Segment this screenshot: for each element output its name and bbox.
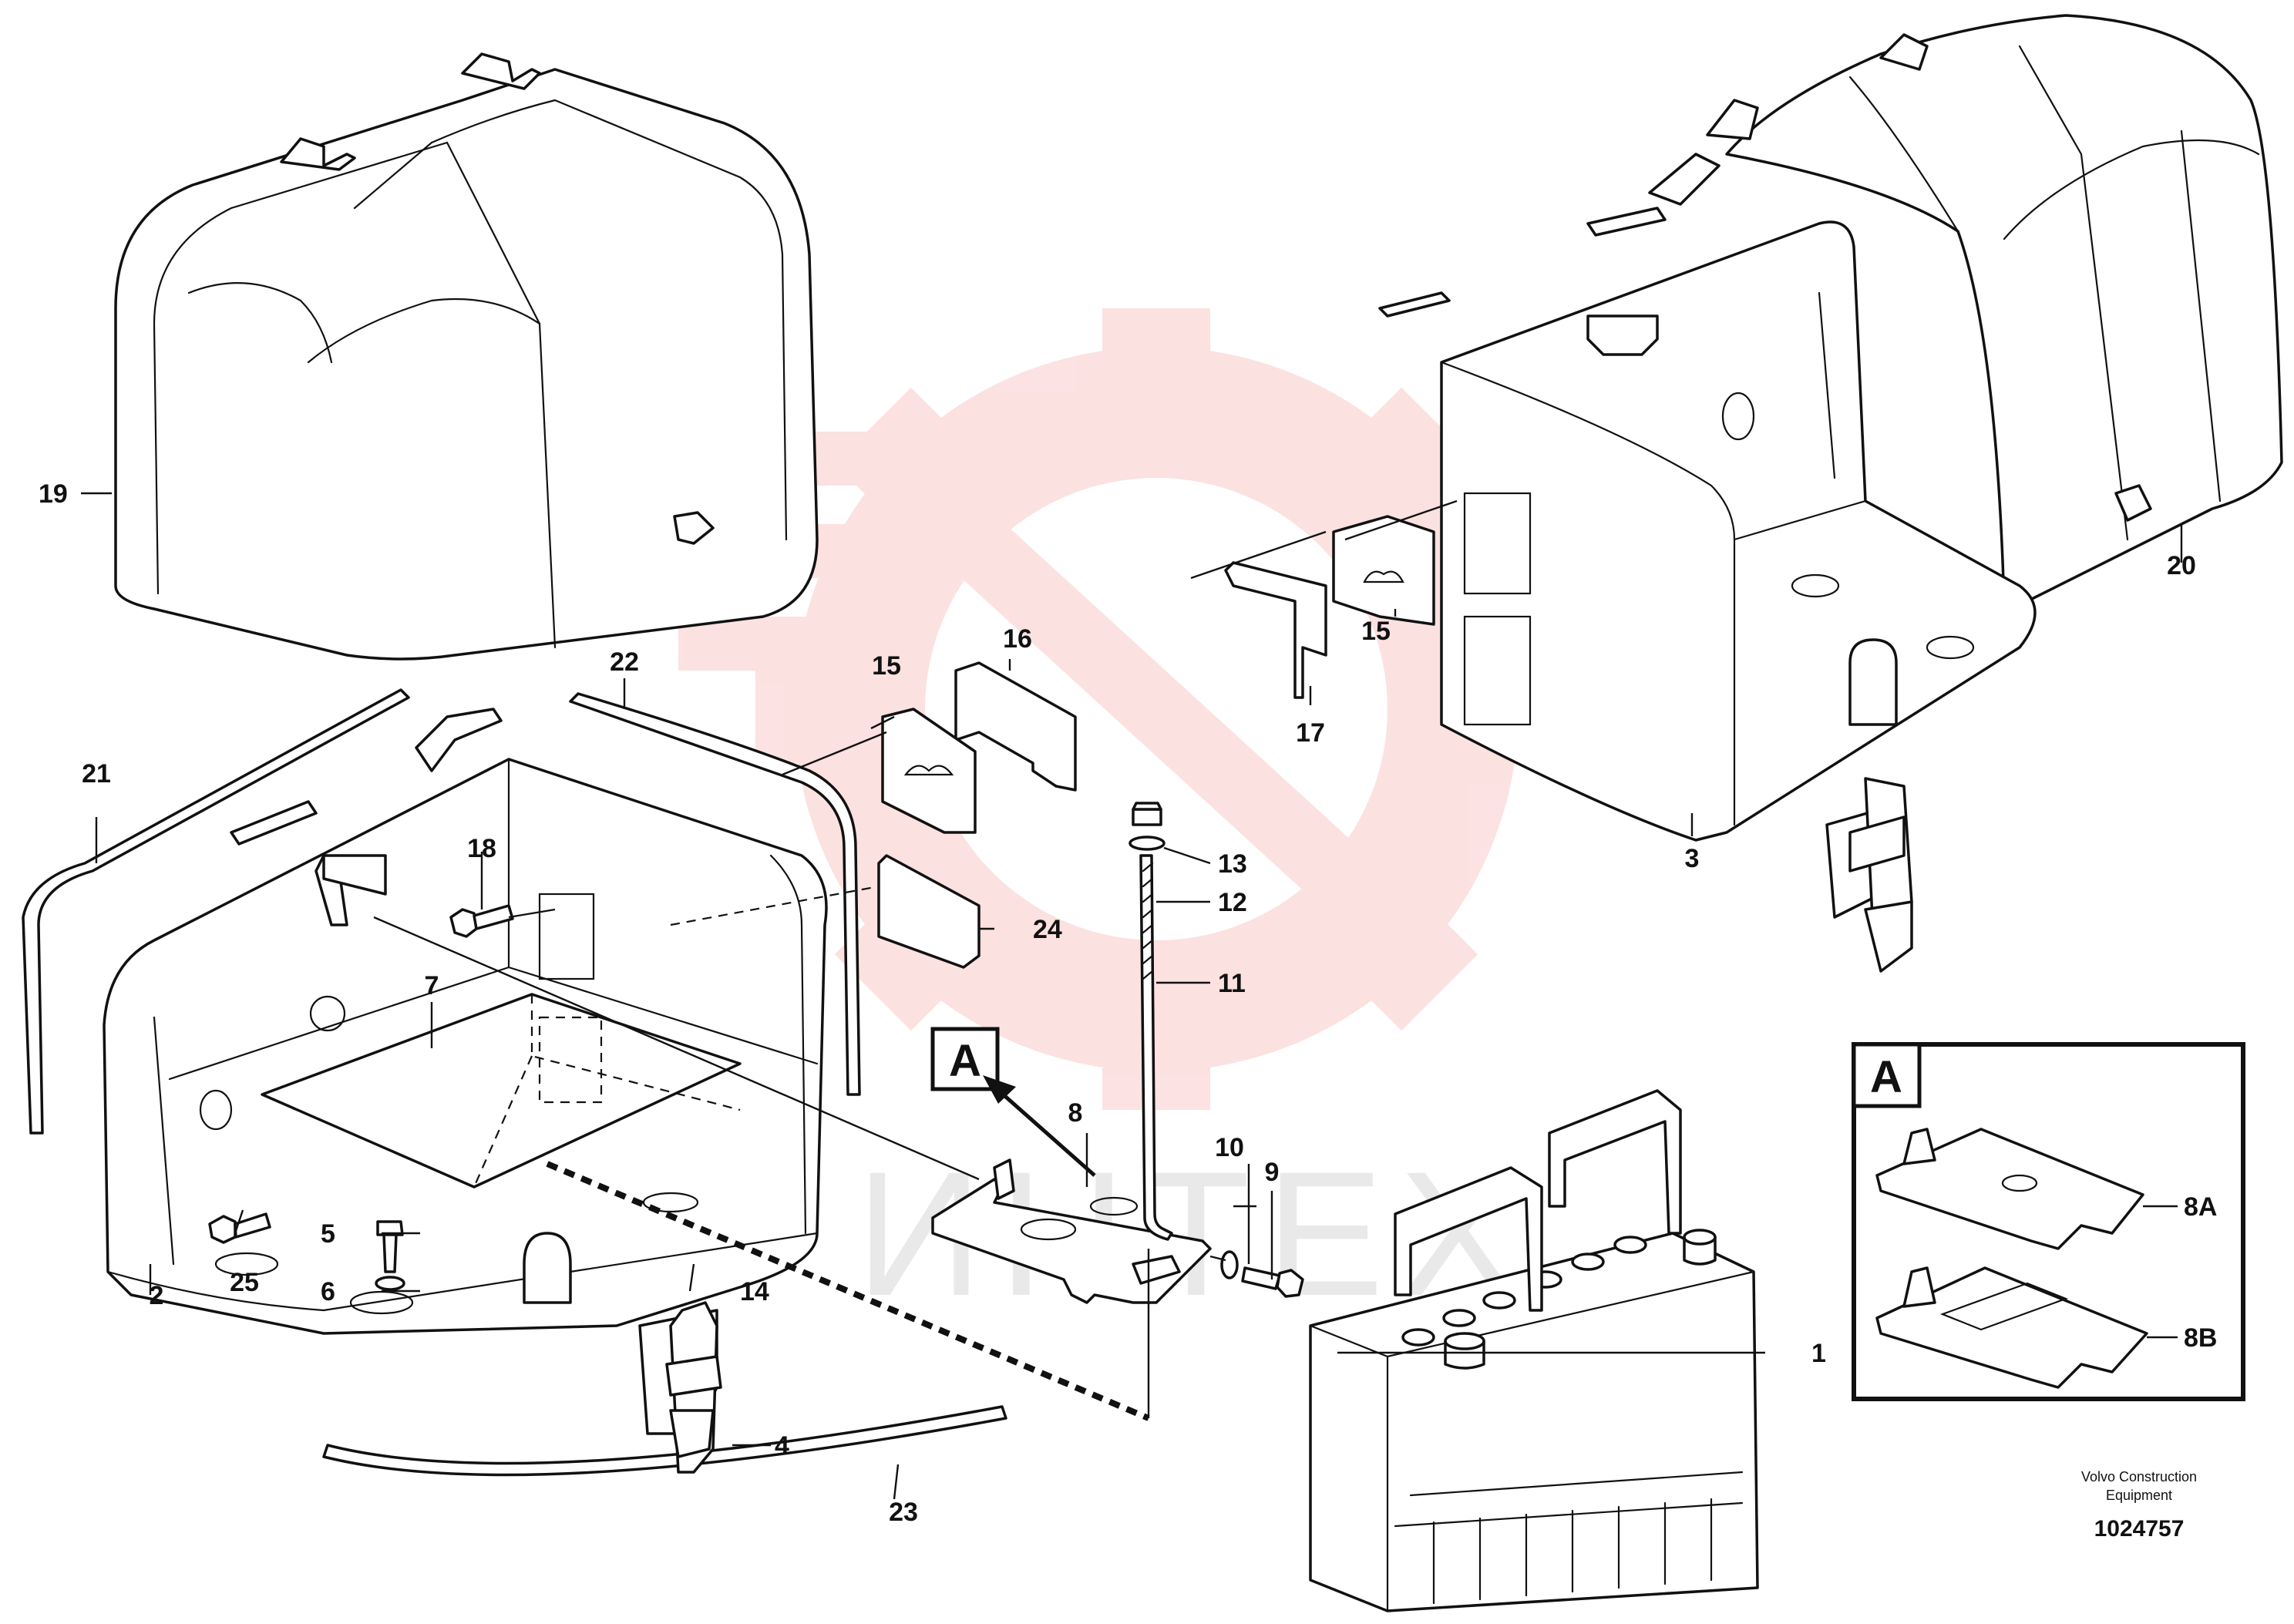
callout-a: A — [930, 1027, 1096, 1177]
label-25: 25 — [230, 1268, 259, 1297]
battery-box-left — [103, 708, 828, 1335]
explode-lines — [373, 530, 1327, 1421]
bolt-5 — [376, 1220, 404, 1273]
label-12: 12 — [1218, 888, 1247, 917]
detail-view-a: A — [1852, 1042, 2245, 1401]
svg-text:A: A — [949, 1036, 981, 1086]
credit-line-1: Volvo Construction — [2081, 1469, 2197, 1484]
washer-10 — [1220, 1250, 1239, 1279]
label-6: 6 — [321, 1277, 335, 1306]
bracket-17 — [1224, 561, 1327, 699]
label-8: 8 — [1068, 1098, 1083, 1128]
label-8a: 8A — [2184, 1192, 2217, 1222]
label-17: 17 — [1296, 718, 1325, 748]
label-9: 9 — [1265, 1158, 1280, 1187]
label-7: 7 — [425, 971, 439, 1000]
label-24: 24 — [1033, 915, 1062, 944]
label-19: 19 — [39, 479, 68, 509]
label-14: 14 — [740, 1277, 769, 1306]
credit-line-2: Equipment — [2106, 1488, 2172, 1503]
label-4: 4 — [775, 1431, 789, 1461]
label-5: 5 — [321, 1219, 335, 1249]
label-10: 10 — [1215, 1133, 1244, 1162]
seal-23 — [322, 1405, 1007, 1477]
cover-right — [1706, 14, 2283, 607]
label-11: 11 — [1218, 969, 1246, 998]
plate-24 — [877, 854, 980, 969]
part-labels: 1 2 3 4 5 6 7 8 9 10 11 12 13 14 15 15 1… — [39, 479, 2217, 1527]
detail-view-letter: A — [1870, 1052, 1902, 1102]
cover-left — [114, 52, 819, 661]
label-16: 16 — [1003, 624, 1032, 654]
seal-22 — [569, 692, 861, 1096]
bracket-8a — [1875, 1128, 2144, 1250]
bracket-8 — [931, 1158, 1212, 1304]
credit-block: Volvo Construction Equipment 1024757 — [2081, 1469, 2197, 1542]
label-23: 23 — [889, 1498, 918, 1527]
battery-box-right — [1378, 153, 2037, 842]
label-18: 18 — [467, 834, 496, 863]
label-3: 3 — [1685, 844, 1700, 873]
plate-15-left — [881, 708, 977, 834]
plate-15-right — [1332, 499, 1458, 626]
label-15-left: 15 — [872, 651, 901, 681]
rod-11 — [1128, 802, 1173, 1241]
label-2: 2 — [150, 1281, 164, 1310]
label-15-right: 15 — [1361, 617, 1391, 646]
label-22: 22 — [610, 647, 639, 677]
label-20: 20 — [2167, 551, 2196, 580]
battery-caps — [1401, 1236, 1647, 1347]
bolt-25 — [208, 1212, 271, 1244]
bracket-8b — [1875, 1266, 2148, 1389]
latch-right — [1825, 777, 1913, 973]
bolt-9 — [1241, 1266, 1304, 1298]
seal-21 — [22, 688, 410, 1135]
label-1: 1 — [1811, 1339, 1826, 1368]
washer-6 — [375, 1276, 405, 1291]
bracket-16 — [954, 661, 1077, 792]
battery — [1309, 1089, 1759, 1612]
document-number: 1024757 — [2094, 1516, 2185, 1542]
label-13: 13 — [1218, 849, 1247, 879]
label-8b: 8B — [2184, 1323, 2217, 1353]
label-21: 21 — [82, 759, 111, 788]
latch-4-14 — [638, 1301, 722, 1474]
bolt-18 — [449, 904, 514, 938]
leader-lines — [81, 492, 2183, 1500]
